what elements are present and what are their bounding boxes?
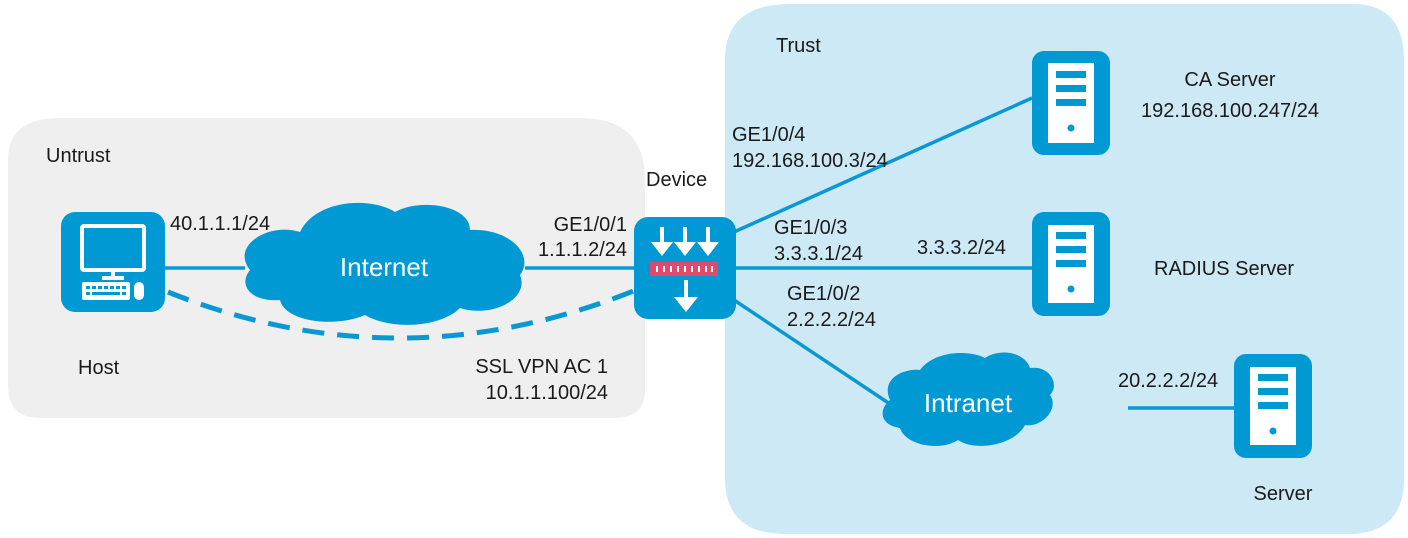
ge102-iface: GE1/0/2 [787, 283, 860, 305]
intranet-cloud[interactable]: Intranet [882, 352, 1054, 447]
ge101-ip: 1.1.1.2/24 [538, 239, 627, 261]
ca-server-label: CA Server [1184, 69, 1275, 91]
ge103-iface: GE1/0/3 [774, 217, 847, 239]
vpn-ip: 10.1.1.100/24 [486, 382, 608, 404]
cloud-icon [882, 352, 1054, 447]
link-device-ca [733, 96, 1033, 234]
server-node[interactable] [1234, 354, 1312, 458]
ca-server-ip: 192.168.100.247/24 [1141, 100, 1319, 122]
radius-server-node[interactable] [1032, 212, 1110, 316]
untrust-zone-label: Untrust [46, 145, 111, 167]
device-node[interactable] [634, 217, 736, 319]
ge104-iface: GE1/0/4 [732, 124, 805, 146]
internet-cloud[interactable]: Internet [244, 202, 525, 325]
ge104-ip: 192.168.100.3/24 [732, 150, 888, 172]
server-ip: 20.2.2.2/24 [1118, 370, 1218, 392]
host-ip: 40.1.1.1/24 [170, 213, 270, 235]
ge102-ip: 2.2.2.2/24 [787, 309, 876, 331]
ge101-iface: GE1/0/1 [554, 214, 627, 236]
radius-server-label: RADIUS Server [1154, 258, 1294, 280]
trust-zone-label: Trust [776, 35, 821, 57]
ge103-ip: 3.3.3.1/24 [774, 243, 863, 265]
server-label: Server [1254, 483, 1313, 505]
intranet-label: Intranet [924, 388, 1013, 418]
vpn-label: SSL VPN AC 1 [475, 356, 608, 378]
host-node[interactable] [61, 212, 165, 312]
ca-server-node[interactable] [1032, 51, 1110, 155]
link-device-intranet [733, 298, 891, 406]
cloud-icon [244, 202, 525, 325]
host-label: Host [78, 357, 120, 379]
radius-server-ip: 3.3.3.2/24 [917, 237, 1006, 259]
internet-label: Internet [340, 252, 429, 282]
device-label: Device [646, 169, 707, 191]
